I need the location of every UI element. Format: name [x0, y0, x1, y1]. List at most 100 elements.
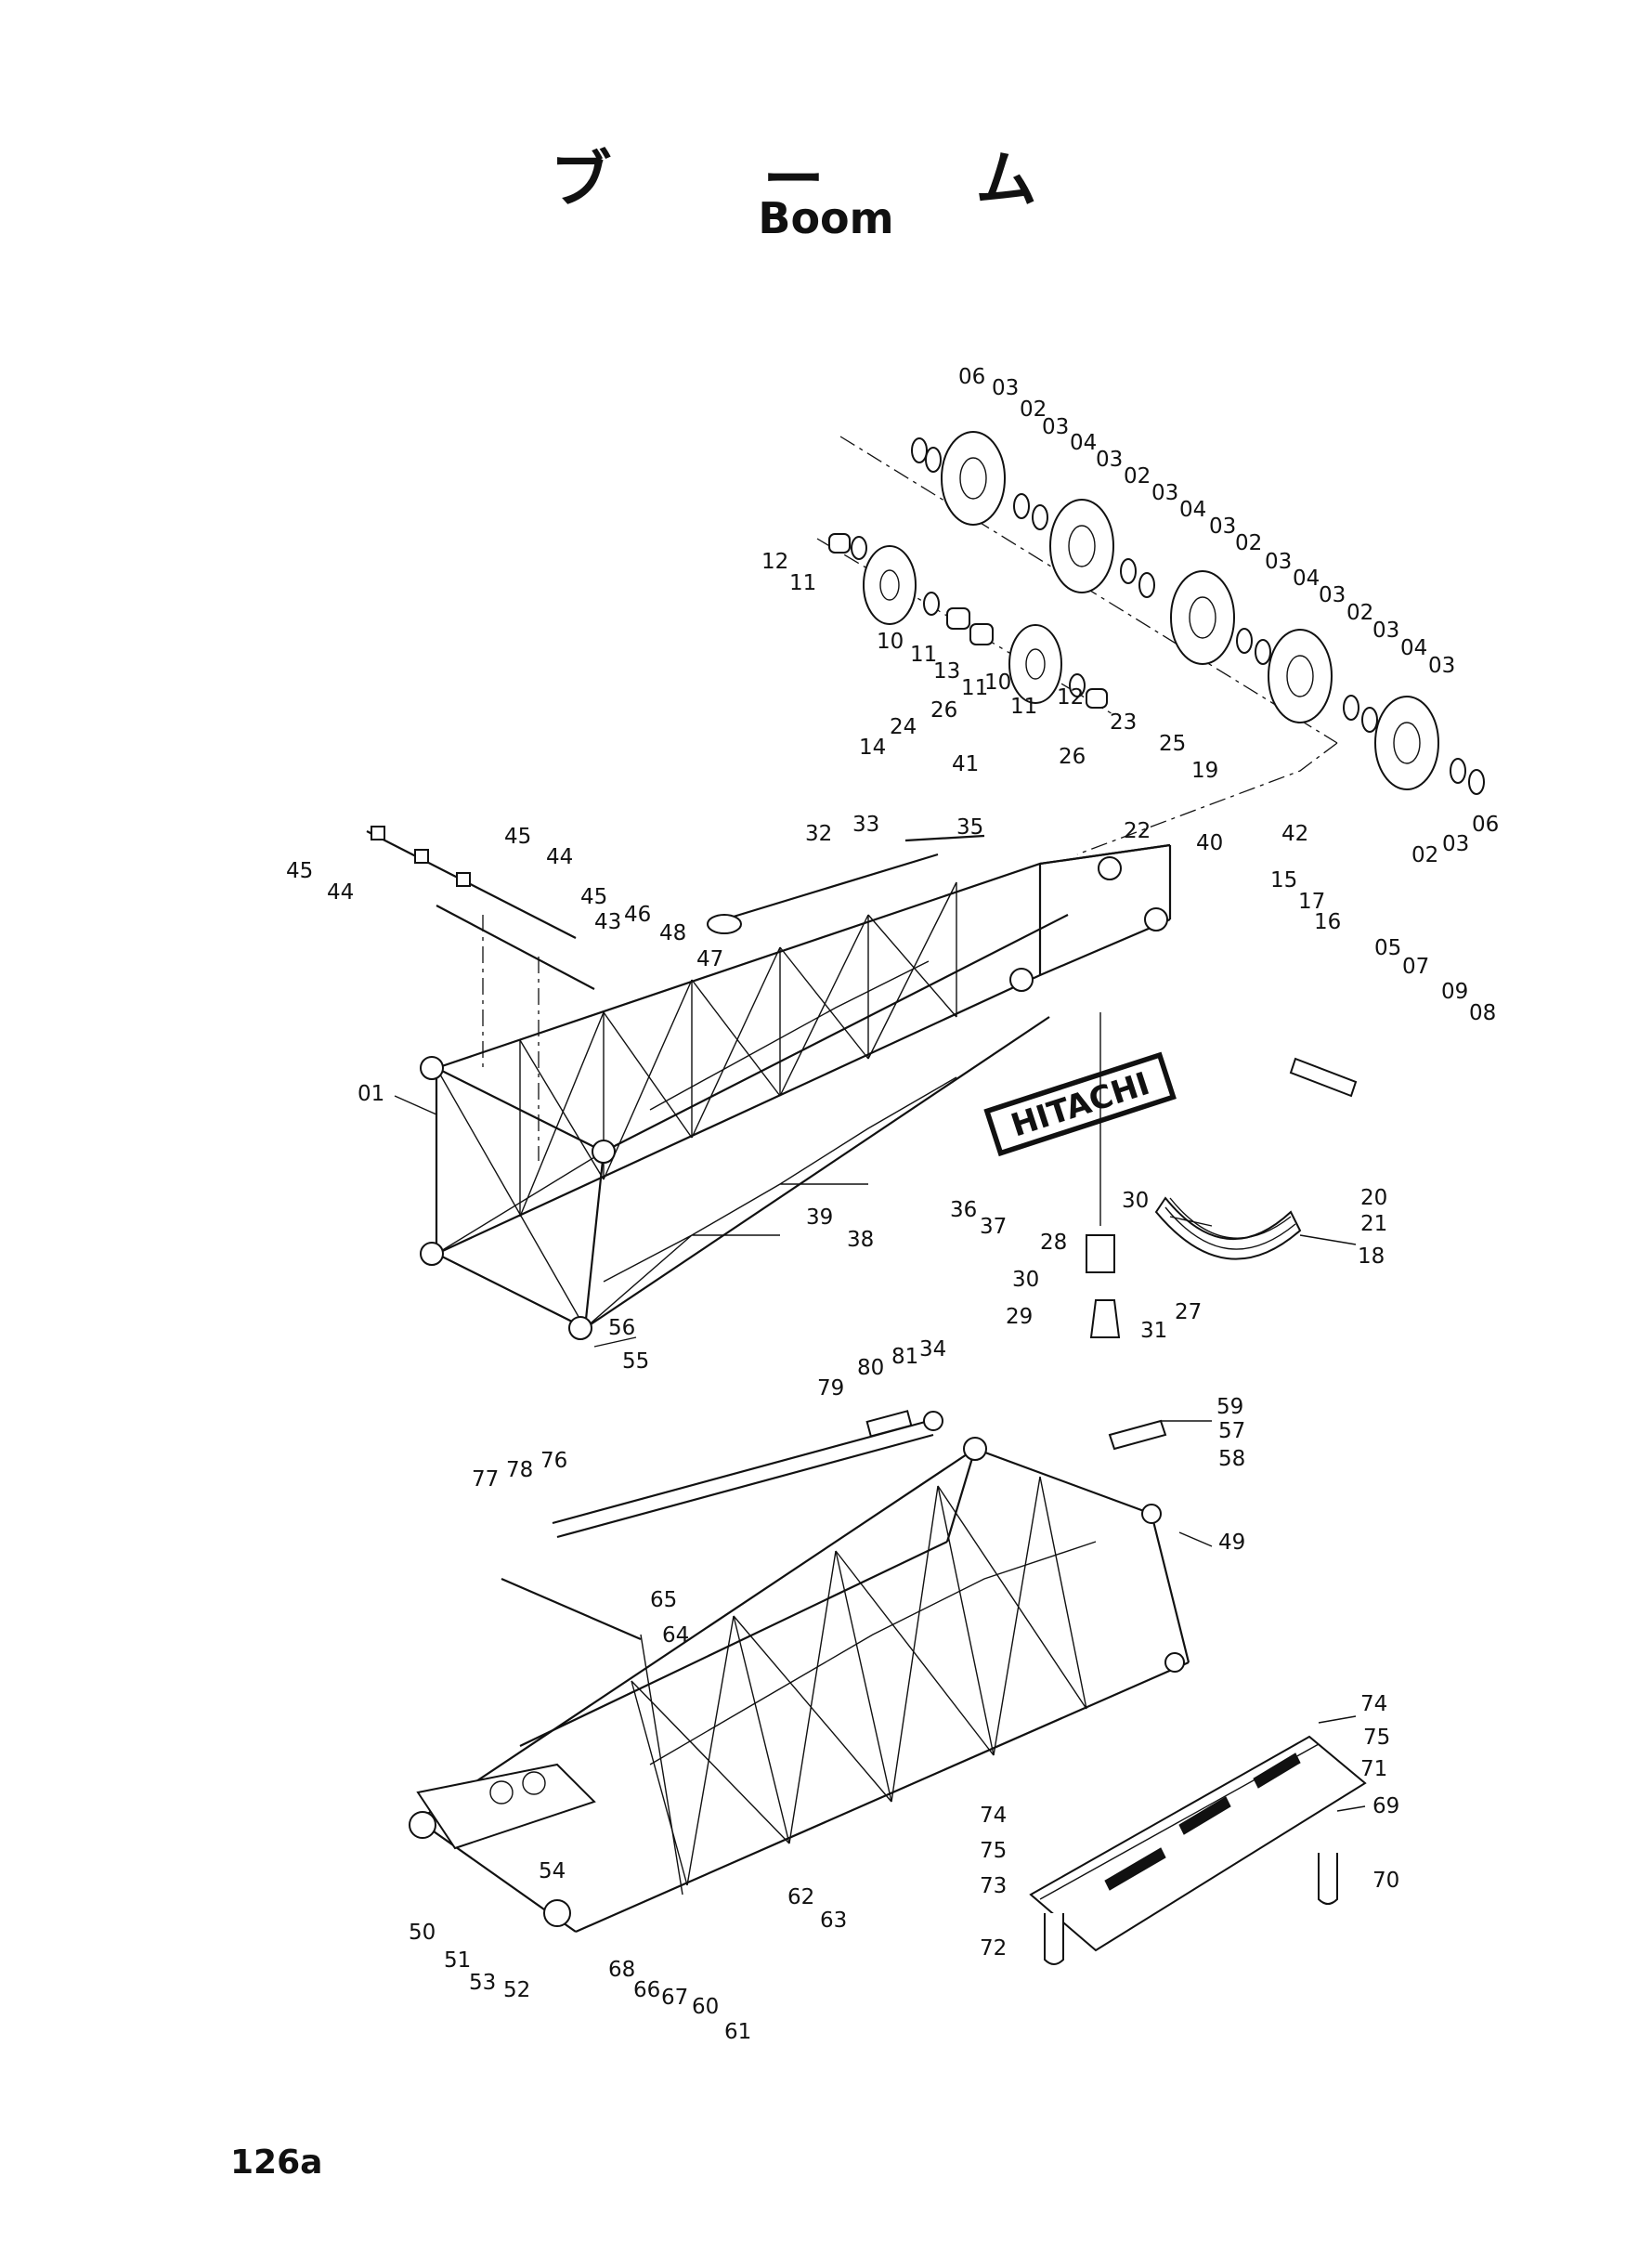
part-number: 63 [820, 1909, 847, 1933]
guide-rod-64 [501, 1577, 683, 1896]
part-number: 55 [622, 1349, 649, 1374]
part-number: 15 [1270, 868, 1297, 892]
page-number: 126a [230, 2143, 323, 2182]
tie-rod-32 [707, 834, 985, 934]
part-number: 40 [1196, 831, 1223, 855]
part-number: 04 [1293, 567, 1320, 591]
part-number: 08 [1469, 1001, 1496, 1025]
sheave-small-2 [1008, 624, 1062, 704]
lower-boom-section [409, 1437, 1190, 1934]
part-number: 11 [910, 643, 937, 667]
part-number: 48 [659, 921, 686, 945]
part-number: 18 [1358, 1244, 1385, 1269]
part-number: 32 [805, 822, 832, 846]
part-number: 72 [980, 1936, 1007, 1961]
part-number: 50 [409, 1921, 436, 1945]
part-number: 75 [980, 1839, 1007, 1863]
part-number: 46 [624, 903, 651, 927]
sheave-large-3 [1170, 570, 1235, 665]
part-number: 54 [539, 1859, 566, 1883]
part-number: 75 [1363, 1726, 1390, 1750]
part-number: 03 [1042, 415, 1069, 439]
part-number: 02 [1411, 843, 1438, 867]
part-number: 49 [1218, 1531, 1245, 1555]
part-number: 74 [980, 1804, 1007, 1828]
part-number: 60 [692, 1995, 719, 2019]
part-number: 03 [1442, 832, 1469, 856]
part-number: 57 [1218, 1419, 1245, 1443]
bracket-28-31 [1086, 1012, 1121, 1338]
part-number: 51 [444, 1948, 471, 1973]
part-number: 10 [984, 671, 1011, 695]
sheave-large-1 [941, 431, 1006, 526]
part-number: 03 [1372, 619, 1399, 643]
part-number: 69 [1372, 1794, 1399, 1818]
part-number: 05 [1374, 936, 1401, 960]
part-number: 67 [661, 1986, 688, 2010]
part-number: 76 [540, 1449, 567, 1473]
part-number: 42 [1281, 822, 1308, 846]
part-number: 22 [1124, 819, 1151, 843]
part-number: 03 [1428, 654, 1455, 678]
part-number: 06 [958, 365, 985, 389]
foot-pin-group [366, 826, 595, 1161]
leader-lines [394, 1095, 1366, 1812]
part-number: 11 [961, 676, 988, 700]
part-number: 03 [1209, 515, 1236, 539]
part-number: 31 [1140, 1319, 1167, 1343]
part-number: 74 [1360, 1692, 1387, 1716]
part-number: 03 [1151, 481, 1178, 505]
part-number: 78 [506, 1458, 533, 1482]
part-number: 17 [1298, 890, 1325, 914]
part-number: 03 [1319, 583, 1346, 607]
part-number: 37 [980, 1215, 1007, 1239]
tension-rod-76 [552, 1410, 943, 1539]
part-number: 59 [1216, 1395, 1243, 1419]
part-number: 06 [1472, 813, 1499, 837]
part-number: 11 [1010, 695, 1037, 719]
part-number: 02 [1124, 464, 1151, 489]
sheave-small-1 [863, 545, 917, 625]
page-title-english: Boom [758, 193, 894, 243]
part-number: 45 [504, 825, 531, 849]
part-number: 16 [1314, 910, 1341, 934]
part-number: 52 [503, 1978, 530, 2002]
part-number: 30 [1012, 1268, 1039, 1292]
sheave-large-4 [1268, 629, 1333, 723]
part-number: 44 [546, 845, 573, 869]
part-number: 02 [1235, 531, 1262, 555]
part-number: 44 [327, 880, 354, 905]
part-number: 41 [952, 752, 979, 776]
part-number: 81 [891, 1345, 918, 1369]
part-number: 03 [1096, 448, 1123, 472]
part-number: 27 [1175, 1300, 1202, 1324]
pin-05 [1289, 1057, 1358, 1098]
part-number: 43 [594, 910, 621, 934]
sheave-large-5 [1374, 696, 1439, 790]
part-number: 53 [469, 1971, 496, 1995]
part-number: 45 [580, 885, 607, 909]
page-title-japanese: ブ ー ム [550, 144, 1102, 215]
part-number: 29 [1006, 1305, 1033, 1329]
hitachi-logo-text: HITACHI [1007, 1065, 1154, 1145]
upper-sheave-group [816, 431, 1485, 855]
part-number: 77 [472, 1467, 499, 1492]
part-number: 04 [1070, 431, 1097, 455]
part-number: 62 [787, 1885, 814, 1909]
part-number: 47 [696, 947, 723, 971]
part-number: 64 [662, 1623, 689, 1648]
part-number: 26 [930, 698, 957, 723]
part-number: 11 [789, 571, 816, 595]
part-number: 24 [890, 715, 917, 739]
part-number: 45 [286, 859, 313, 883]
part-number: 03 [992, 376, 1019, 400]
part-number-labels: 06 03 02 03 04 03 02 03 04 03 02 03 04 0… [286, 365, 1499, 2044]
part-number: 34 [919, 1337, 946, 1362]
part-number: 07 [1402, 955, 1429, 979]
part-number: 01 [358, 1082, 384, 1106]
part-number: 13 [933, 659, 960, 684]
part-number: 66 [633, 1978, 660, 2002]
part-number: 09 [1441, 980, 1468, 1004]
part-number: 39 [806, 1205, 833, 1230]
